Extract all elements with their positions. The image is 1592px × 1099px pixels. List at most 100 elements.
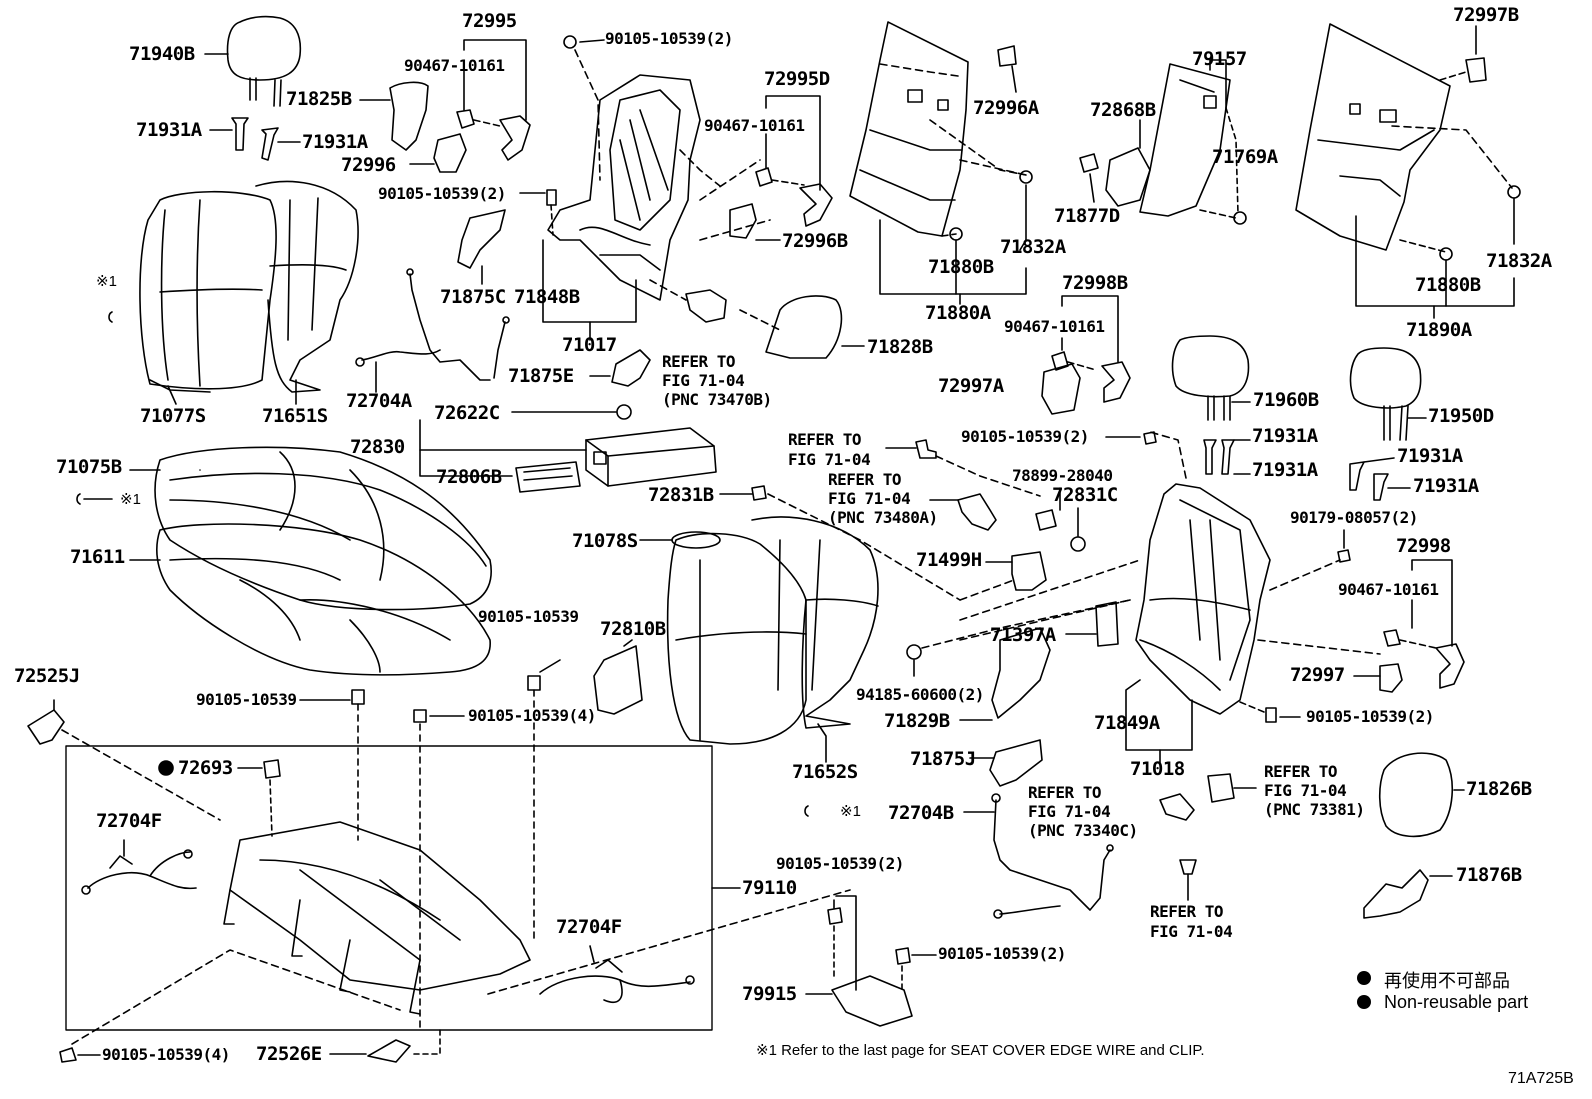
part-label: 72997B bbox=[1453, 4, 1519, 26]
part-label: 90105-10539(2) bbox=[1306, 707, 1434, 726]
part-label: 90105-10539 bbox=[196, 690, 297, 709]
part-label: 71397A bbox=[990, 624, 1056, 646]
part-label: 71849A bbox=[1094, 712, 1160, 734]
cover-71875J-part bbox=[989, 739, 1043, 787]
trim-71826B-part bbox=[1378, 752, 1454, 838]
part-label: 71077S bbox=[140, 405, 206, 427]
legend-dot-jp bbox=[1357, 971, 1371, 985]
legend-jp: 再使用不可部品 bbox=[1384, 971, 1510, 991]
cable-72704F-part bbox=[81, 849, 197, 895]
part-label: 72868B bbox=[1090, 99, 1156, 121]
part-label: 90105-10539(4) bbox=[468, 706, 596, 725]
back-board-71890A-part bbox=[1295, 23, 1451, 251]
seatback-cover-71077S-part bbox=[139, 190, 277, 393]
cover-71875C-part bbox=[457, 209, 506, 269]
part-label: 71651S bbox=[262, 405, 328, 427]
part-label: 71890A bbox=[1406, 319, 1472, 341]
part-label: 71017 bbox=[562, 334, 617, 356]
part-label: 79915 bbox=[742, 983, 797, 1005]
part-label: 71769A bbox=[1212, 146, 1278, 168]
part-label: 71875J bbox=[910, 748, 976, 770]
part-label: 71078S bbox=[572, 530, 638, 552]
part-label: 71931A bbox=[1252, 459, 1318, 481]
clip-72996-part bbox=[433, 133, 467, 173]
cable-72704B-part bbox=[991, 793, 1114, 919]
part-label: 71075B bbox=[56, 456, 122, 478]
part-label: 72998 bbox=[1396, 535, 1451, 557]
part-label: 71960B bbox=[1253, 389, 1319, 411]
part-label: 71931A bbox=[1413, 475, 1479, 497]
part-label: 79110 bbox=[742, 877, 797, 899]
part-label: 72810B bbox=[600, 618, 666, 640]
part-label: 90467-10161 bbox=[404, 56, 505, 75]
clip-72995-part bbox=[499, 115, 531, 161]
part-label: 71940B bbox=[129, 43, 195, 65]
part-label: 72831C bbox=[1052, 484, 1118, 506]
part-label: 71875E bbox=[508, 365, 574, 387]
part-label: 90105-10539(4) bbox=[102, 1045, 230, 1064]
part-label: 72704B bbox=[888, 802, 954, 824]
cover-71829B-part bbox=[991, 627, 1051, 719]
part-label: 72830 bbox=[350, 436, 405, 458]
legend-en: Non-reusable part bbox=[1384, 992, 1529, 1012]
part-label: 71825B bbox=[286, 88, 352, 110]
part-label: 71652S bbox=[792, 761, 858, 783]
cable-72704A-part bbox=[355, 268, 510, 381]
back-panel-79157-part bbox=[1139, 63, 1231, 217]
part-label: 71826B bbox=[1466, 778, 1532, 800]
part-label: 72526E bbox=[256, 1043, 322, 1065]
clip-72997A-part bbox=[1041, 363, 1081, 415]
part-label: 71931A bbox=[302, 131, 368, 153]
part-label: 90105-10539(2) bbox=[938, 944, 1066, 963]
seat-cushion-cover-71075B-part bbox=[154, 446, 492, 611]
part-label: 90105-10539(2) bbox=[378, 184, 506, 203]
part-label: 72997A bbox=[938, 375, 1004, 397]
part-label: 72996A bbox=[973, 97, 1039, 119]
part-label: 72998B bbox=[1062, 272, 1128, 294]
clip-72996B-part bbox=[729, 203, 757, 239]
part-label: 90467-10161 bbox=[1338, 580, 1439, 599]
part-label: 71931A bbox=[1397, 445, 1463, 467]
note-mark: ※1 bbox=[96, 273, 117, 290]
bracket-71876B-part bbox=[1363, 869, 1429, 919]
seat-frame-79110-part bbox=[223, 821, 531, 1015]
cable-72704F-part bbox=[539, 959, 695, 1004]
part-label: 90105-10539(2) bbox=[776, 854, 904, 873]
part-label: 72704A bbox=[346, 390, 412, 412]
part-label: 72525J bbox=[14, 665, 80, 687]
seatback-frame-71017-part bbox=[547, 74, 701, 301]
guide-pins-part bbox=[231, 117, 279, 161]
part-label: 72996 bbox=[341, 154, 396, 176]
note-mark: ※1 bbox=[120, 491, 141, 508]
part-label: 71880B bbox=[928, 256, 994, 278]
legend-dot-en bbox=[1357, 995, 1371, 1009]
part-label: 71018 bbox=[1130, 758, 1185, 780]
part-label: 71499H bbox=[916, 549, 982, 571]
part-label: 72806B bbox=[436, 466, 502, 488]
part-label: 94185-60600(2) bbox=[856, 685, 984, 704]
part-label: 78899-28040 bbox=[1012, 466, 1113, 485]
part-label: 71848B bbox=[514, 286, 580, 308]
part-label: 71611 bbox=[70, 546, 125, 568]
part-label: 71880A bbox=[925, 302, 991, 324]
seatback-pad-71652S-part bbox=[751, 516, 879, 729]
bracket-71499H-part bbox=[1011, 551, 1047, 591]
connector-72806B-part bbox=[515, 461, 581, 493]
trim-71828B-part bbox=[765, 295, 843, 359]
cover-72810B-part bbox=[593, 645, 643, 715]
part-label: 90105-10539(2) bbox=[605, 29, 733, 48]
part-label: 72622C bbox=[434, 402, 500, 424]
part-label: 71950D bbox=[1428, 405, 1494, 427]
part-label: 71875C bbox=[440, 286, 506, 308]
bracket-71875E-part bbox=[611, 349, 651, 387]
part-label: 72995D bbox=[764, 68, 830, 90]
figure-code: 71A725B bbox=[1508, 1070, 1574, 1087]
part-label: 72997 bbox=[1290, 664, 1345, 686]
seat-cushion-pad-71611-part bbox=[156, 523, 491, 676]
